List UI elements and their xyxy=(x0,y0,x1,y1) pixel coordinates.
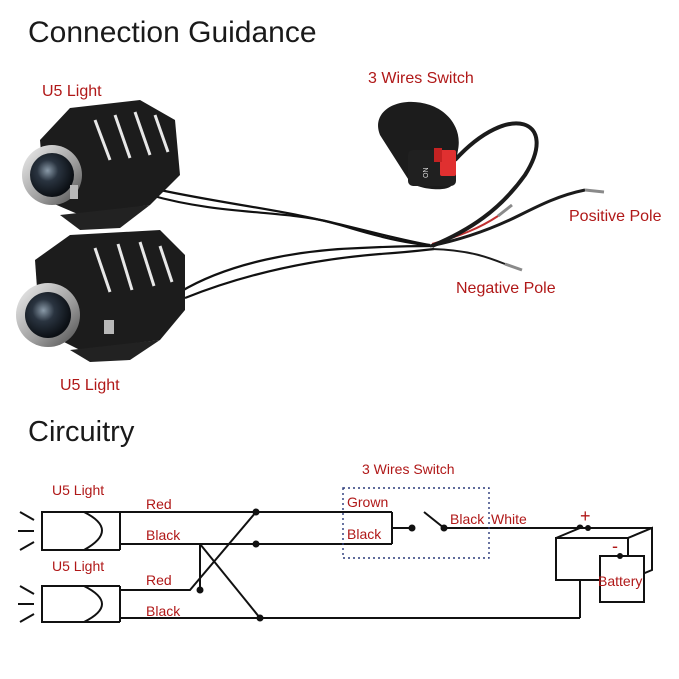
circuit-label-black-1: Black xyxy=(146,527,181,543)
circuitry-title: Circuitry xyxy=(28,416,135,448)
circuit-label-white: White xyxy=(491,511,527,527)
switch-box xyxy=(342,487,490,559)
circuit-label-red-1: Red xyxy=(146,496,172,512)
label-positive-pole: Positive Pole xyxy=(569,208,662,225)
label-3-wires-switch: 3 Wires Switch xyxy=(368,70,474,87)
lamp-bottom-icon xyxy=(16,230,185,362)
label-negative-pole: Negative Pole xyxy=(456,280,556,297)
circuit-label-black-out: Black xyxy=(450,511,485,527)
circuit-label-black-2: Black xyxy=(146,603,181,619)
circuit-label-minus: - xyxy=(612,536,618,556)
switch-cable xyxy=(431,121,539,248)
label-u5-light-top: U5 Light xyxy=(42,83,102,100)
connection-illustration: ON xyxy=(16,100,605,362)
circuit-label-battery: Battery xyxy=(598,573,642,589)
circuit-label-light-2: U5 Light xyxy=(52,558,104,574)
circuit-label-grown: Grown xyxy=(347,494,388,510)
junction-dots xyxy=(196,508,584,622)
switch-wires xyxy=(429,188,605,272)
circuit-lamp-1-icon xyxy=(41,511,103,551)
lamp-wires xyxy=(149,188,435,300)
circuit-lamp-2-icon xyxy=(41,585,103,623)
connection-guidance-title: Connection Guidance xyxy=(28,16,317,49)
lamp-top-icon xyxy=(22,100,180,230)
switch-on-marking: ON xyxy=(423,168,430,179)
switch-body-icon: ON xyxy=(378,101,459,190)
circuit-label-red-2: Red xyxy=(146,572,172,588)
circuit-label-plus: + xyxy=(580,506,591,526)
circuit-label-light-1: U5 Light xyxy=(52,482,104,498)
circuit-label-black-in: Black xyxy=(347,526,382,542)
label-u5-light-bottom: U5 Light xyxy=(60,377,120,394)
circuit-label-switch: 3 Wires Switch xyxy=(362,461,455,477)
